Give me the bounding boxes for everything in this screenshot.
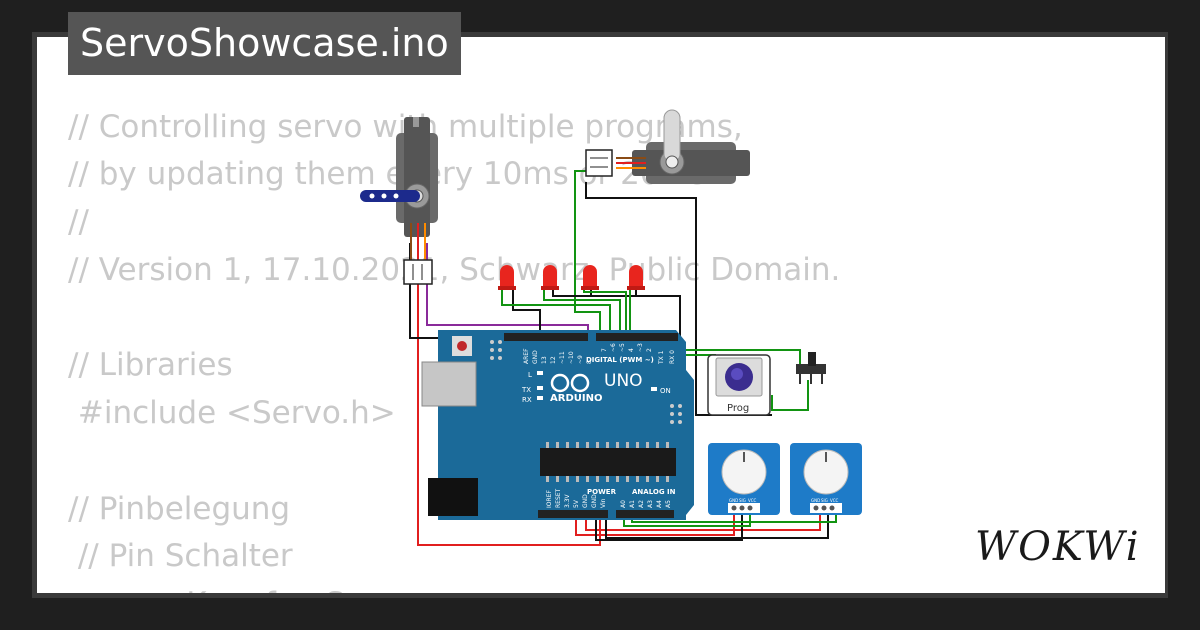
pin-label: A4 (656, 500, 663, 508)
arduino-uno-board[interactable]: UNO ARDUINO DIGITAL (PWM ~) ANALOG IN PO… (421, 330, 694, 520)
pin-label: AREF (523, 348, 530, 364)
code-line: // Libraries (68, 347, 233, 383)
button-label: Prog (727, 403, 749, 414)
pot-pin-label: GND (811, 498, 820, 503)
analog-header[interactable] (616, 510, 674, 518)
pin-label: ~3 (637, 343, 644, 352)
led-4[interactable] (627, 265, 645, 290)
wire-button-2 (771, 380, 809, 411)
code-line: // Pinbelegung (68, 491, 291, 527)
digital-header-left[interactable] (504, 333, 588, 341)
code-line: // (68, 204, 89, 240)
project-title: ServoShowcase.ino (68, 12, 461, 75)
l-led-label: L (528, 371, 532, 379)
pin-label: 13 (541, 356, 548, 364)
wokwi-logo: WOKWi (975, 524, 1141, 570)
power-jack (428, 478, 478, 516)
led-2[interactable] (541, 265, 559, 290)
wire-led-gnd (512, 289, 541, 337)
wire-led3 (583, 289, 627, 337)
digital-pin-labels: AREF GND 13 12 ~11 ~10 ~9 8 7 ~6 ~5 4 ~3… (523, 343, 676, 365)
pot-pin-label: SIG (739, 498, 746, 503)
pin-label: 7 (601, 348, 608, 352)
pin-label: A2 (638, 500, 645, 508)
digital-header-right[interactable] (596, 333, 678, 341)
pin-label: A5 (665, 500, 672, 508)
rx-led-label: RX (522, 396, 532, 404)
wire-gnd-left-servo (409, 243, 536, 339)
pin-label: ~9 (577, 355, 584, 364)
wire-led2 (543, 289, 621, 337)
pin-label: 5V (573, 499, 580, 508)
pin-label: Vin (600, 498, 607, 508)
wire-pot1-sig (623, 512, 751, 527)
pin-label: ~11 (559, 351, 566, 364)
atmega-chip (540, 448, 676, 476)
led-3[interactable] (581, 265, 599, 290)
icsp-header-2 (670, 404, 682, 424)
potentiometer-1[interactable]: GND SIG VCC (708, 443, 780, 515)
power-header[interactable] (538, 510, 608, 518)
pot-pin-label: GND (729, 498, 738, 503)
potentiometer-2[interactable]: GND SIG VCC (790, 443, 862, 515)
wire-signal-top-servo (574, 170, 601, 337)
code-line: ... Knopf Servo (68, 584, 414, 593)
pin-label: ~5 (619, 343, 626, 352)
pin-label: A3 (647, 500, 654, 508)
analog-pin-labels: A0 A1 A2 A3 A4 A5 (620, 500, 672, 508)
pin-label: 2 (646, 348, 653, 352)
wire-led-gnd-2 (552, 289, 681, 340)
power-pin-labels: IOREF RESET 3.3V 5V GND GND Vin (546, 488, 607, 508)
board-model: UNO (604, 371, 643, 391)
pin-label: RX 0 (669, 350, 676, 364)
led-1[interactable] (498, 265, 516, 290)
code-line: #include <Servo.h> (68, 395, 396, 431)
icsp-header-1 (490, 340, 502, 360)
wire-pot1-vcc (575, 512, 735, 536)
usb-port (421, 361, 477, 407)
digital-label: DIGITAL (PWM ~) (586, 356, 654, 364)
wire-pot2-gnd (605, 512, 829, 539)
board-brand: ARDUINO (550, 393, 602, 404)
pin-label: IOREF (546, 490, 553, 508)
wire-5v (417, 243, 601, 546)
arduino-logo-icon (550, 373, 590, 393)
pin-label: TX 1 (658, 350, 665, 365)
pot-pin-label: VCC (830, 498, 839, 503)
pot-pin-label: SIG (821, 498, 828, 503)
power-label: POWER (587, 488, 617, 496)
leds (498, 265, 645, 290)
servo-left[interactable] (360, 117, 438, 285)
servo-top[interactable] (585, 109, 750, 184)
pin-label: A1 (629, 500, 636, 508)
code-line: // Pin Schalter (68, 538, 293, 574)
pin-label: 8 (586, 360, 593, 364)
on-label: ON (660, 387, 671, 395)
pin-label: ~10 (568, 351, 575, 364)
pin-label: GND (532, 350, 539, 364)
slide-switch[interactable] (796, 352, 826, 384)
pin-label: RESET (555, 488, 562, 508)
pin-label: GND (582, 494, 589, 508)
pin-label: 3.3V (564, 493, 571, 508)
pin-label: 4 (628, 348, 635, 352)
pin-label: GND (591, 494, 598, 508)
pin-label: A0 (620, 500, 627, 508)
analog-label: ANALOG IN (632, 488, 676, 496)
wire-led1 (501, 289, 611, 337)
pin-label: ~6 (610, 343, 617, 352)
prog-button[interactable]: Prog (707, 354, 771, 416)
pin-label: 12 (550, 356, 557, 364)
pot-pin-label: VCC (748, 498, 757, 503)
tx-led-label: TX (521, 386, 531, 394)
